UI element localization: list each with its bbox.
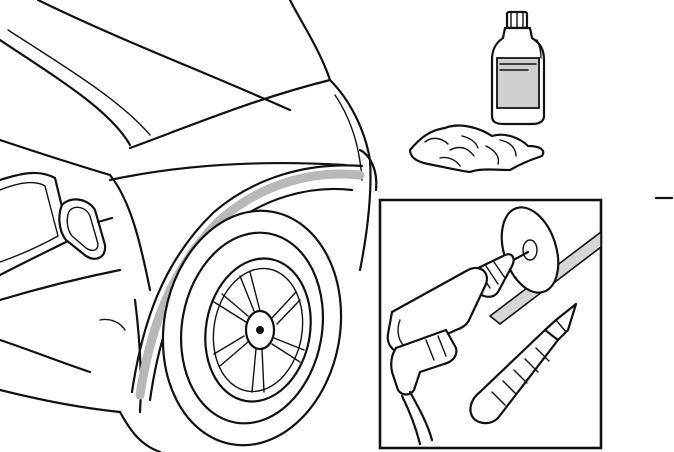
door-lower [0, 338, 92, 374]
a-pillar [108, 173, 152, 292]
applicator-cord [408, 390, 434, 442]
cloth-shape [408, 124, 545, 174]
door-handle [99, 318, 126, 331]
mirror-stalk [96, 216, 114, 224]
tire [161, 209, 343, 447]
side-mirror [58, 198, 114, 260]
windshield-edge [0, 38, 132, 147]
rim-spokes [213, 271, 305, 393]
roof-line [36, 0, 292, 112]
wheel-arch-outer [130, 164, 364, 394]
fluid-bottle [490, 10, 546, 126]
sill [0, 388, 122, 414]
mirror-glass [66, 206, 99, 252]
wheel [161, 209, 343, 447]
bumper-lower [118, 410, 162, 452]
cloth [408, 124, 545, 174]
wheel-arch-band [135, 169, 365, 400]
rim [204, 257, 312, 403]
tube-tip [543, 302, 578, 342]
hood-edge [288, 0, 332, 82]
fender-top [108, 162, 347, 182]
door-beltline [0, 268, 122, 302]
hood-crease [128, 78, 332, 150]
bottle-label [496, 57, 540, 109]
applicator-grip [390, 328, 458, 396]
fender-rear [133, 298, 142, 414]
disc-center [522, 239, 538, 261]
mirror-housing [58, 198, 107, 260]
sealant-tube [469, 302, 578, 425]
headlight-edge [358, 148, 378, 192]
car-body [0, 0, 378, 452]
window-top [0, 138, 112, 177]
applicator-barrel [386, 266, 488, 354]
tire-inner [179, 231, 325, 425]
hub-cap [256, 326, 264, 334]
